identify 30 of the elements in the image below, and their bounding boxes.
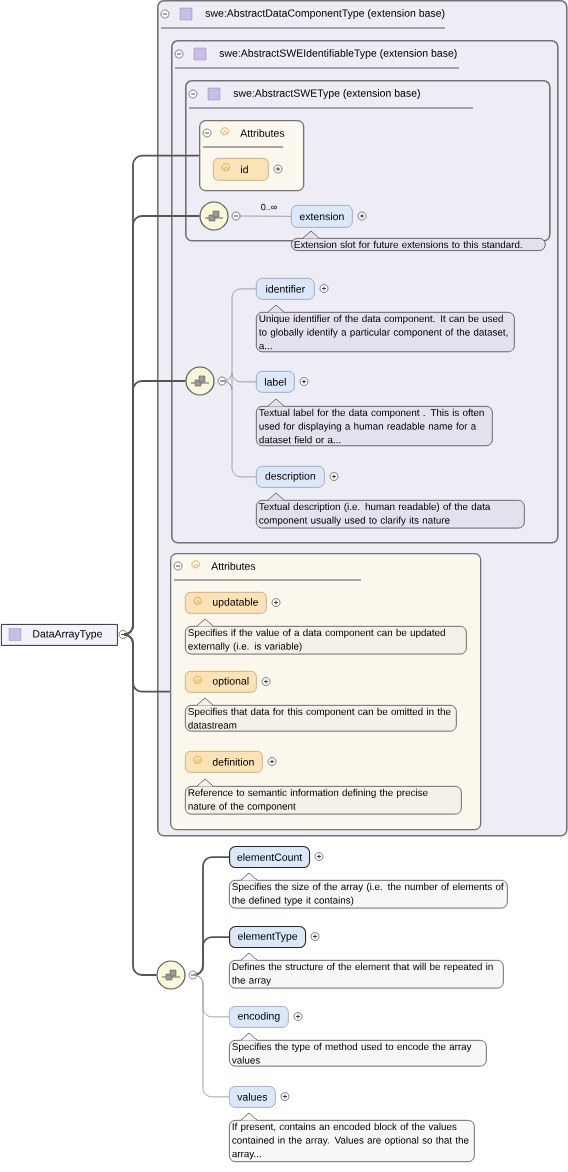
connector-line — [222, 380, 257, 478]
element-box: identifier — [256, 278, 315, 300]
edge-label: 0..∞ — [260, 203, 278, 211]
element-box: extension — [291, 205, 353, 228]
attribute-box: definition — [185, 751, 263, 773]
connector-line — [123, 380, 187, 636]
documentation-callout: Textual description (i.e. human readable) of the data component usually used to clarify its nature — [256, 492, 525, 529]
element-box: values — [229, 1086, 276, 1108]
documentation-callout: Specifies that data for this component can be omitted in the datastream — [185, 697, 457, 732]
connector-line — [239, 215, 292, 217]
attribute-box: optional — [185, 671, 257, 693]
element-box: elementType — [229, 926, 307, 949]
attribute-box: id — [213, 158, 269, 181]
connector-line — [193, 974, 230, 1098]
documentation-callout: Unique identifier of the data component. It can be used to globally identify a particular component of the dataset, a... — [256, 304, 515, 353]
documentation-callout: Textual label for the data component . This is often used for displaying a human readable name for a dataset field or a... — [256, 398, 493, 447]
documentation-callout: Specifies if the value of a data component can be updated externally (i.e. is variable) — [185, 618, 467, 655]
element-box: encoding — [229, 1006, 289, 1028]
documentation-callout: If present, contains an encoded block of the values contained in the array. Values are optional so that the array... — [229, 1112, 475, 1163]
element-box: elementCount — [229, 846, 311, 869]
documentation-callout: Specifies the size of the array (i.e. the number of elements of the defined type it contains) — [229, 872, 508, 909]
attribute-box: updatable — [185, 592, 267, 614]
documentation-callout: Extension slot for future extensions to this standard. — [291, 230, 546, 251]
element-box: description — [256, 466, 325, 488]
documentation-callout: Defines the structure of the element that will be repeated in the array — [229, 952, 504, 989]
type-box: DataArrayType — [1, 624, 118, 646]
element-box: label — [256, 371, 295, 393]
documentation-callout: Reference to semantic information defining the precise nature of the component — [185, 778, 462, 815]
documentation-callout: Specifies the type of method used to encode the array values — [229, 1032, 487, 1067]
connector-line — [123, 633, 158, 976]
